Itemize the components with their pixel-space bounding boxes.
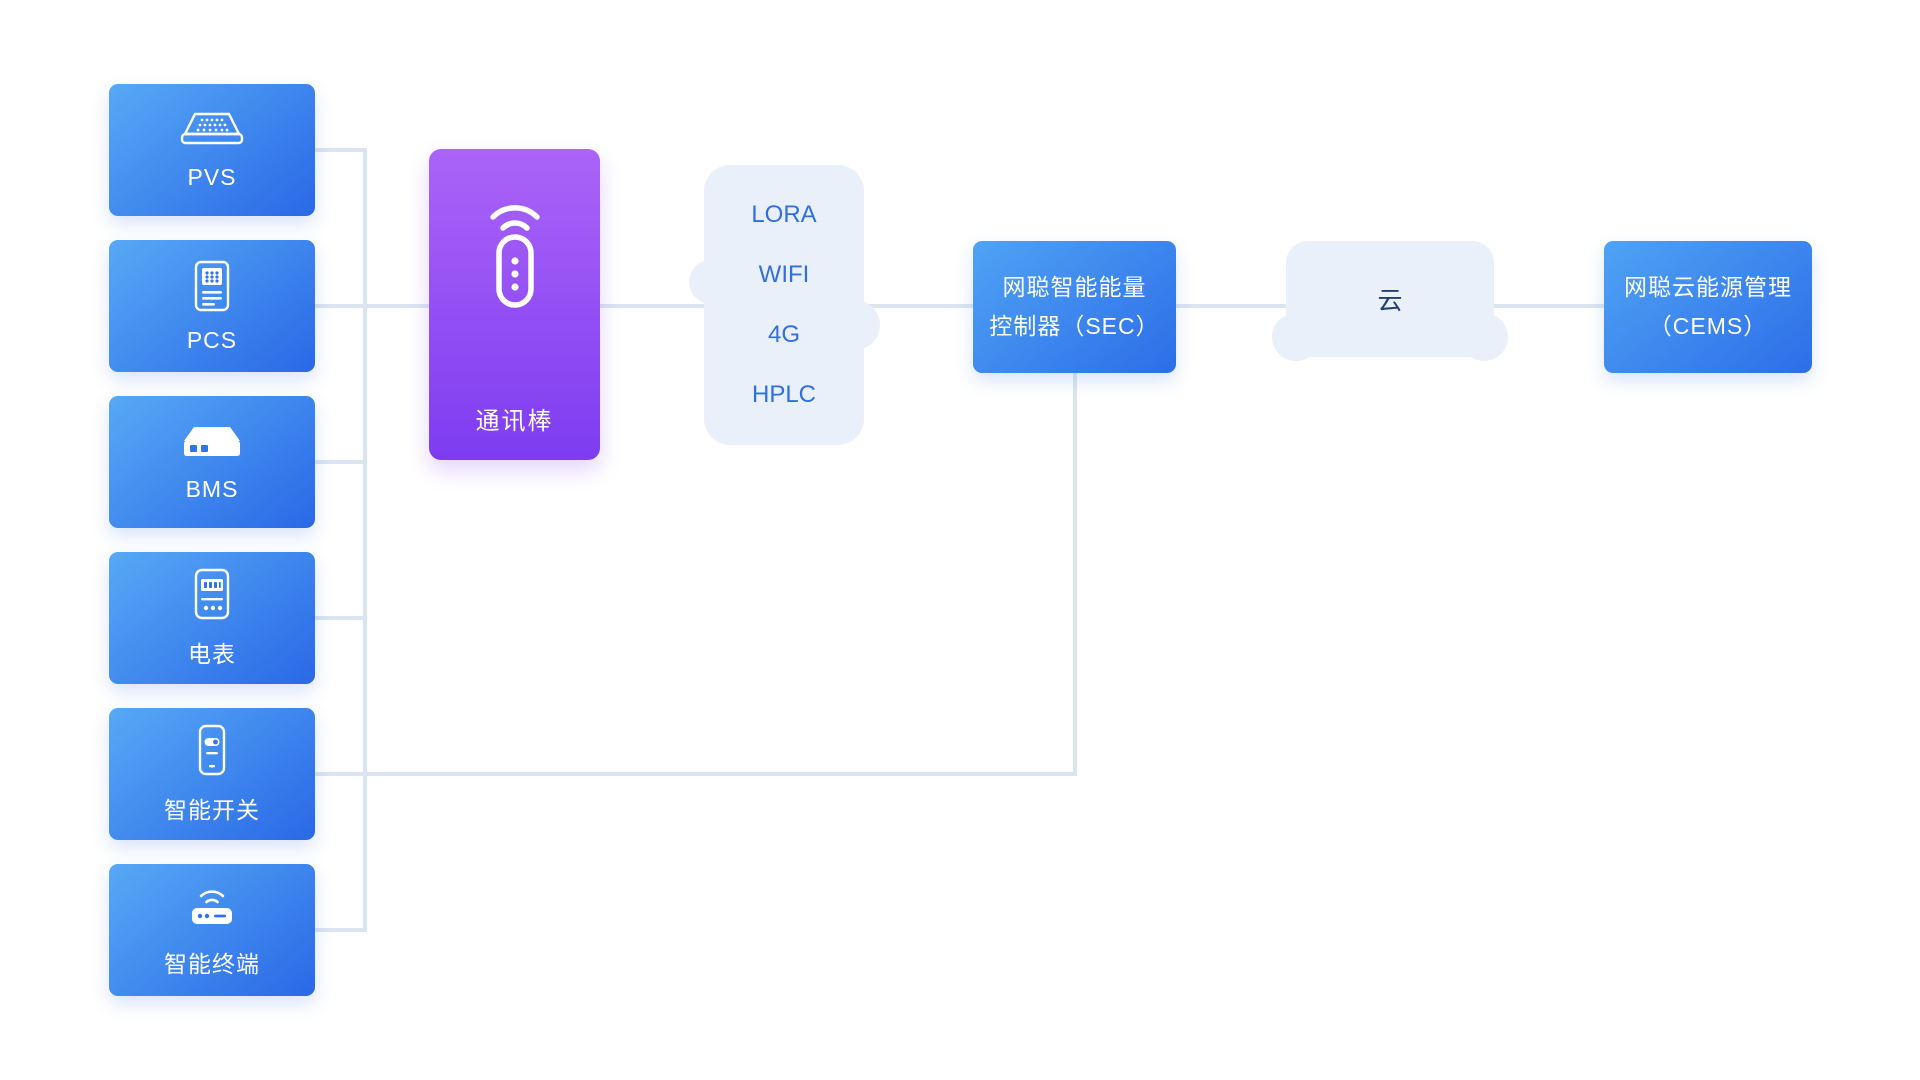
smart-switch-icon xyxy=(192,723,232,782)
device-label: BMS xyxy=(185,475,239,502)
connector-stub-switch xyxy=(315,772,367,776)
comm-stick-label: 通讯棒 xyxy=(475,408,554,435)
device-label: PVS xyxy=(187,163,237,190)
bms-icon xyxy=(180,422,244,467)
connector-stub-pcs xyxy=(315,304,367,308)
device-box-pvs: PVS xyxy=(109,84,315,216)
device-label: 电表 xyxy=(188,641,236,667)
protocols-cloud: LORA WIFI 4G HPLC xyxy=(689,165,880,445)
connector-bottom-horizontal xyxy=(363,772,1077,776)
protocol-hplc: HPLC xyxy=(751,381,817,408)
cloud-label: 云 xyxy=(1377,287,1403,315)
connector-sec-drop-vertical xyxy=(1073,306,1077,776)
protocol-4g: 4G xyxy=(767,321,800,348)
protocol-wifi: WIFI xyxy=(758,261,810,288)
protocol-lora: LORA xyxy=(751,201,817,228)
cems-box: 网聪云能源管理 （CEMS） xyxy=(1604,241,1812,373)
cloud-shape: 云 xyxy=(1272,241,1508,361)
wireless-stick-icon xyxy=(467,187,563,322)
device-box-smart-terminal: 智能终端 xyxy=(109,864,315,996)
sec-controller-label-line2: 控制器（SEC） xyxy=(989,313,1160,339)
device-label: 智能终端 xyxy=(164,951,260,977)
connector-stub-meter xyxy=(315,616,367,620)
meter-icon xyxy=(189,567,235,626)
smart-terminal-icon xyxy=(184,881,240,936)
device-box-smart-switch: 智能开关 xyxy=(109,708,315,840)
cems-label-line1: 网聪云能源管理 xyxy=(1624,273,1792,300)
device-label: PCS xyxy=(186,326,238,353)
connector-stub-pvs xyxy=(315,148,367,152)
pcs-icon xyxy=(188,259,236,318)
cems-label-line2: （CEMS） xyxy=(1648,313,1768,339)
connector-bus-vertical xyxy=(363,148,367,932)
device-box-bms: BMS xyxy=(109,396,315,528)
device-box-pcs: PCS xyxy=(109,240,315,372)
sec-controller-box: 网聪智能能量 控制器（SEC） xyxy=(973,241,1176,373)
sec-controller-label-line1: 网聪智能能量 xyxy=(1002,273,1147,300)
connector-stub-terminal xyxy=(315,928,367,932)
device-box-meter: 电表 xyxy=(109,552,315,684)
pvs-icon xyxy=(179,110,245,155)
comm-stick-box: 通讯棒 xyxy=(429,149,600,460)
connector-stub-bms xyxy=(315,460,367,464)
device-label: 智能开关 xyxy=(164,797,260,823)
